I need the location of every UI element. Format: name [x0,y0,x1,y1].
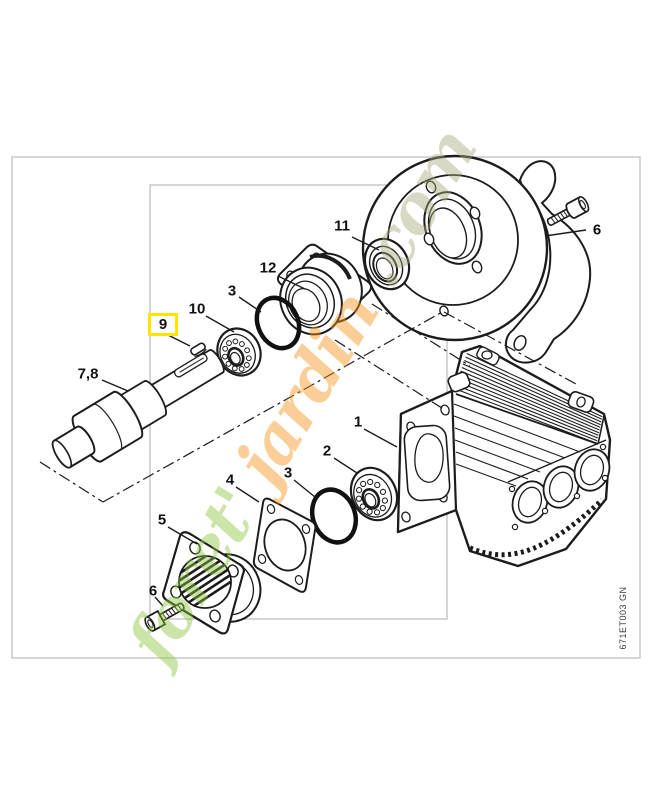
part-label-1[interactable]: 1 [353,413,363,431]
ball-bearing-bottom [349,466,399,522]
axis-lines [39,303,577,503]
gasket-corner-holes [257,504,311,585]
pump-top-fins [454,353,603,444]
part-label-10[interactable]: 10 [188,300,206,318]
outer-border [11,156,641,659]
pump-cylinder-bores [511,448,611,524]
part-label-12[interactable]: 12 [259,259,277,277]
pump-lug-right-hole [576,396,586,408]
pump-front-opening [403,424,451,502]
bearing-cage [222,338,252,372]
drawing-code: 671ET003 GN [618,586,628,650]
part-label-9-text: 9 [158,316,168,333]
bell-housing [361,154,592,364]
mounting-bolt-top [546,196,590,227]
pump-opening-blob [414,433,444,483]
o-ring-top [254,295,302,351]
flange12-seal-band [309,253,352,280]
flange5-holes [170,541,239,623]
part-label-7-8[interactable]: 7,8 [77,365,99,383]
pump-housing [396,344,612,568]
mounting-bolt-bottom [144,602,185,632]
part-label-3-top[interactable]: 3 [227,282,237,300]
woodruff-key [190,342,207,358]
bracket-hole-bottom [513,335,527,351]
part-label-6-top[interactable]: 6 [592,221,602,239]
housing-bracket [505,160,592,364]
pump-right-top-edge [597,415,605,445]
pump-top-edge [455,393,599,445]
pump-side-fins [453,403,581,487]
shaft-seal [363,237,411,291]
pump-cap [481,350,493,360]
part-label-5[interactable]: 5 [157,511,167,529]
pump-face-bolt-holes [508,443,609,531]
drive-shaft [51,349,225,469]
flange-gasket [252,497,317,593]
gasket-hole [263,518,307,572]
part-label-6-bottom[interactable]: 6 [148,582,158,600]
pump-face-divider [507,439,607,483]
part-label-2[interactable]: 2 [322,442,332,460]
inlet-flange-grille [162,531,262,635]
leader-lines [101,229,587,607]
housing-bolt-holes [423,180,483,274]
part-label-4[interactable]: 4 [225,471,235,489]
bearing-cage [355,478,388,516]
part-label-9-highlighted[interactable]: 9 [148,313,178,336]
pump-lug-left [447,371,471,393]
part-label-3-bottom[interactable]: 3 [283,464,293,482]
part-label-11[interactable]: 11 [334,217,350,235]
